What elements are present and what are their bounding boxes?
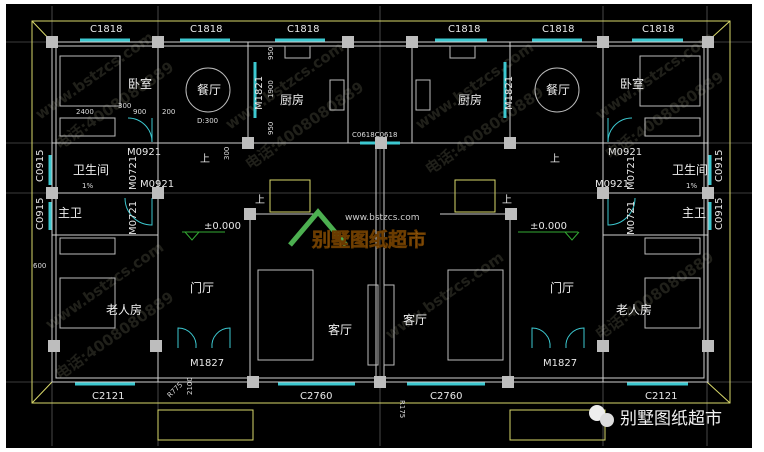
- up-arrow-label: 上: [255, 194, 265, 206]
- dimension-label: 300: [223, 147, 231, 160]
- door-label: M0921: [595, 179, 629, 190]
- room-label-bedroom: 卧室: [128, 76, 152, 91]
- room-label-living: 客厅: [403, 312, 427, 327]
- room-label-bedroom: 卧室: [620, 76, 644, 91]
- window-label: C1818: [90, 24, 122, 35]
- badge-text: 别墅图纸超市: [620, 409, 722, 429]
- canvas-background: [6, 4, 752, 448]
- door-label: M1821: [254, 76, 265, 110]
- room-label-kitchen: 厨房: [280, 92, 304, 107]
- up-arrow-label: 上: [502, 194, 512, 206]
- up-arrow-label: 上: [200, 153, 210, 165]
- dimension-label: 900: [133, 108, 146, 116]
- sofa-set-icon: [257, 269, 314, 361]
- room-label-bathroom: 卫生间: [672, 163, 708, 177]
- slope-label: 1%: [686, 182, 697, 190]
- bed-icon: [59, 55, 121, 107]
- dimension-label: 300: [118, 102, 131, 110]
- window-label: C1818: [448, 24, 480, 35]
- dimension-label: 950: [267, 47, 275, 60]
- elevation-label: ±0.000: [204, 221, 241, 232]
- room-label-bathroom: 卫生间: [73, 163, 109, 177]
- logo-url: www.bstzcs.com: [345, 213, 420, 223]
- dimension-label: 600: [33, 262, 46, 270]
- wechat-icon: [600, 413, 614, 427]
- bed-icon: [639, 55, 701, 107]
- door-label: M0721: [128, 201, 139, 235]
- door-label: M1827: [543, 358, 577, 369]
- roof-outline: [31, 20, 731, 404]
- room-label-dining: 餐厅: [546, 82, 570, 97]
- window-label: C1818: [190, 24, 222, 35]
- room-label-dining: 餐厅: [197, 82, 221, 97]
- door-label: M1827: [190, 358, 224, 369]
- door-label: M0721: [128, 156, 139, 190]
- bed-icon: [59, 277, 116, 329]
- dimension-label: 200: [162, 108, 175, 116]
- room-label-foyer: 门厅: [550, 280, 574, 295]
- columns: [46, 36, 714, 388]
- room-label-elder-room: 老人房: [616, 302, 652, 317]
- window-label: C1818: [542, 24, 574, 35]
- room-label-elder-room: 老人房: [106, 302, 142, 317]
- room-label-living: 客厅: [328, 322, 352, 337]
- windows: [48, 38, 712, 386]
- window-label: C0915: [35, 150, 46, 182]
- wechat-badge: 别墅图纸超市: [589, 405, 722, 429]
- window-label: C2121: [92, 391, 124, 402]
- window-label: C1818: [287, 24, 319, 35]
- window-label: C0915: [35, 198, 46, 230]
- door-label: M0721: [626, 201, 637, 235]
- doors: [124, 117, 636, 349]
- dimension-label: D:300: [197, 117, 218, 125]
- dimension-label: 2400: [76, 108, 94, 116]
- room-label-foyer: 门厅: [190, 280, 214, 295]
- dimension-label: 1900: [267, 80, 275, 98]
- stairs-icon: [269, 179, 311, 213]
- room-label-kitchen: 厨房: [458, 92, 482, 107]
- door-label: M0921: [127, 147, 161, 158]
- up-arrow-label: 上: [550, 153, 560, 165]
- window-label: C2760: [300, 391, 332, 402]
- dining-table-icon: [185, 67, 231, 113]
- window-label: C0915: [714, 150, 725, 182]
- furniture: [59, 45, 701, 441]
- house-logo-icon: [288, 208, 348, 247]
- window-label: C1818: [642, 24, 674, 35]
- dimension-label: 950: [267, 122, 275, 135]
- room-label-master-bath: 主卫: [58, 206, 82, 220]
- bed-icon: [644, 277, 701, 329]
- window-label: C2121: [645, 391, 677, 402]
- dimension-label: R175: [398, 400, 406, 418]
- site-logo: www.bstzcs.com 别墅图纸超市: [288, 208, 426, 251]
- window-label: C2760: [430, 391, 462, 402]
- dimension-label: 2100: [186, 377, 194, 395]
- room-label-master-bath: 主卫: [682, 206, 706, 220]
- door-label: M0721: [626, 156, 637, 190]
- level-markers: [182, 231, 580, 241]
- sofa-set-icon: [447, 269, 504, 361]
- elevation-label: ±0.000: [530, 221, 567, 232]
- stairs-icon: [454, 179, 496, 213]
- door-label: M0921: [608, 147, 642, 158]
- window-label: C0915: [714, 198, 725, 230]
- window-label: C0618C0618: [352, 131, 397, 139]
- dining-table-icon: [534, 67, 580, 113]
- slope-label: 1%: [82, 182, 93, 190]
- door-label: M1821: [504, 76, 515, 110]
- door-label: M0921: [140, 179, 174, 190]
- logo-text: 别墅图纸超市: [311, 228, 426, 251]
